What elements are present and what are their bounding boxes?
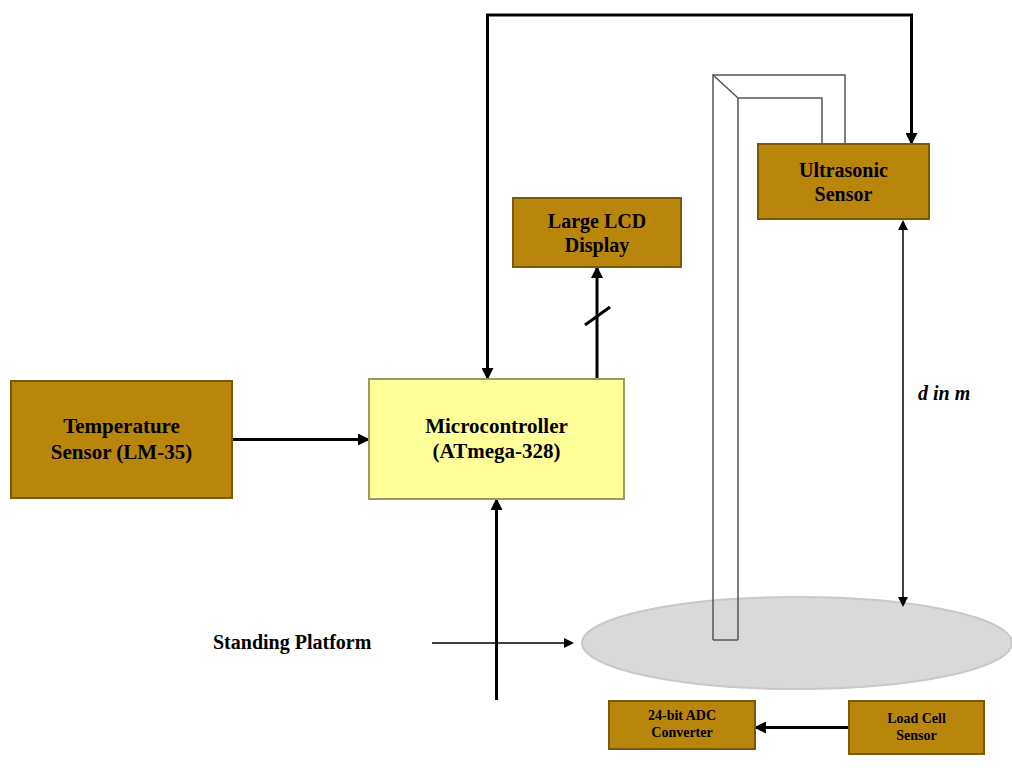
platform-ellipse [582, 597, 1012, 689]
signal-connector [488, 15, 912, 378]
dimension-label: d in m [918, 382, 970, 405]
display-box: Large LCD Display [512, 197, 682, 268]
sensor-box: Load Cell Sensor [848, 700, 985, 755]
node-label: Ultrasonic Sensor [779, 158, 909, 206]
sensor-box: Temperature Sensor (LM-35) [10, 380, 233, 499]
dimension-arrow [902, 222, 904, 605]
converter-box: 24-bit ADC Converter [608, 700, 756, 750]
node-label: Large LCD Display [532, 209, 662, 257]
signal-connector [596, 268, 599, 378]
platform-label: Standing Platform [213, 631, 371, 654]
node-label: 24-bit ADC Converter [632, 708, 732, 742]
node-label: Temperature Sensor (LM-35) [42, 414, 202, 464]
signal-connector [233, 438, 368, 441]
node-label: Microcontroller (ATmega-328) [407, 414, 587, 464]
node-label: Load Cell Sensor [869, 711, 964, 745]
sensor-box: Ultrasonic Sensor [757, 143, 930, 220]
signal-connector [756, 726, 848, 729]
pointer-arrow [432, 642, 572, 644]
controller-box: Microcontroller (ATmega-328) [368, 378, 625, 500]
signal-connector [495, 500, 498, 700]
